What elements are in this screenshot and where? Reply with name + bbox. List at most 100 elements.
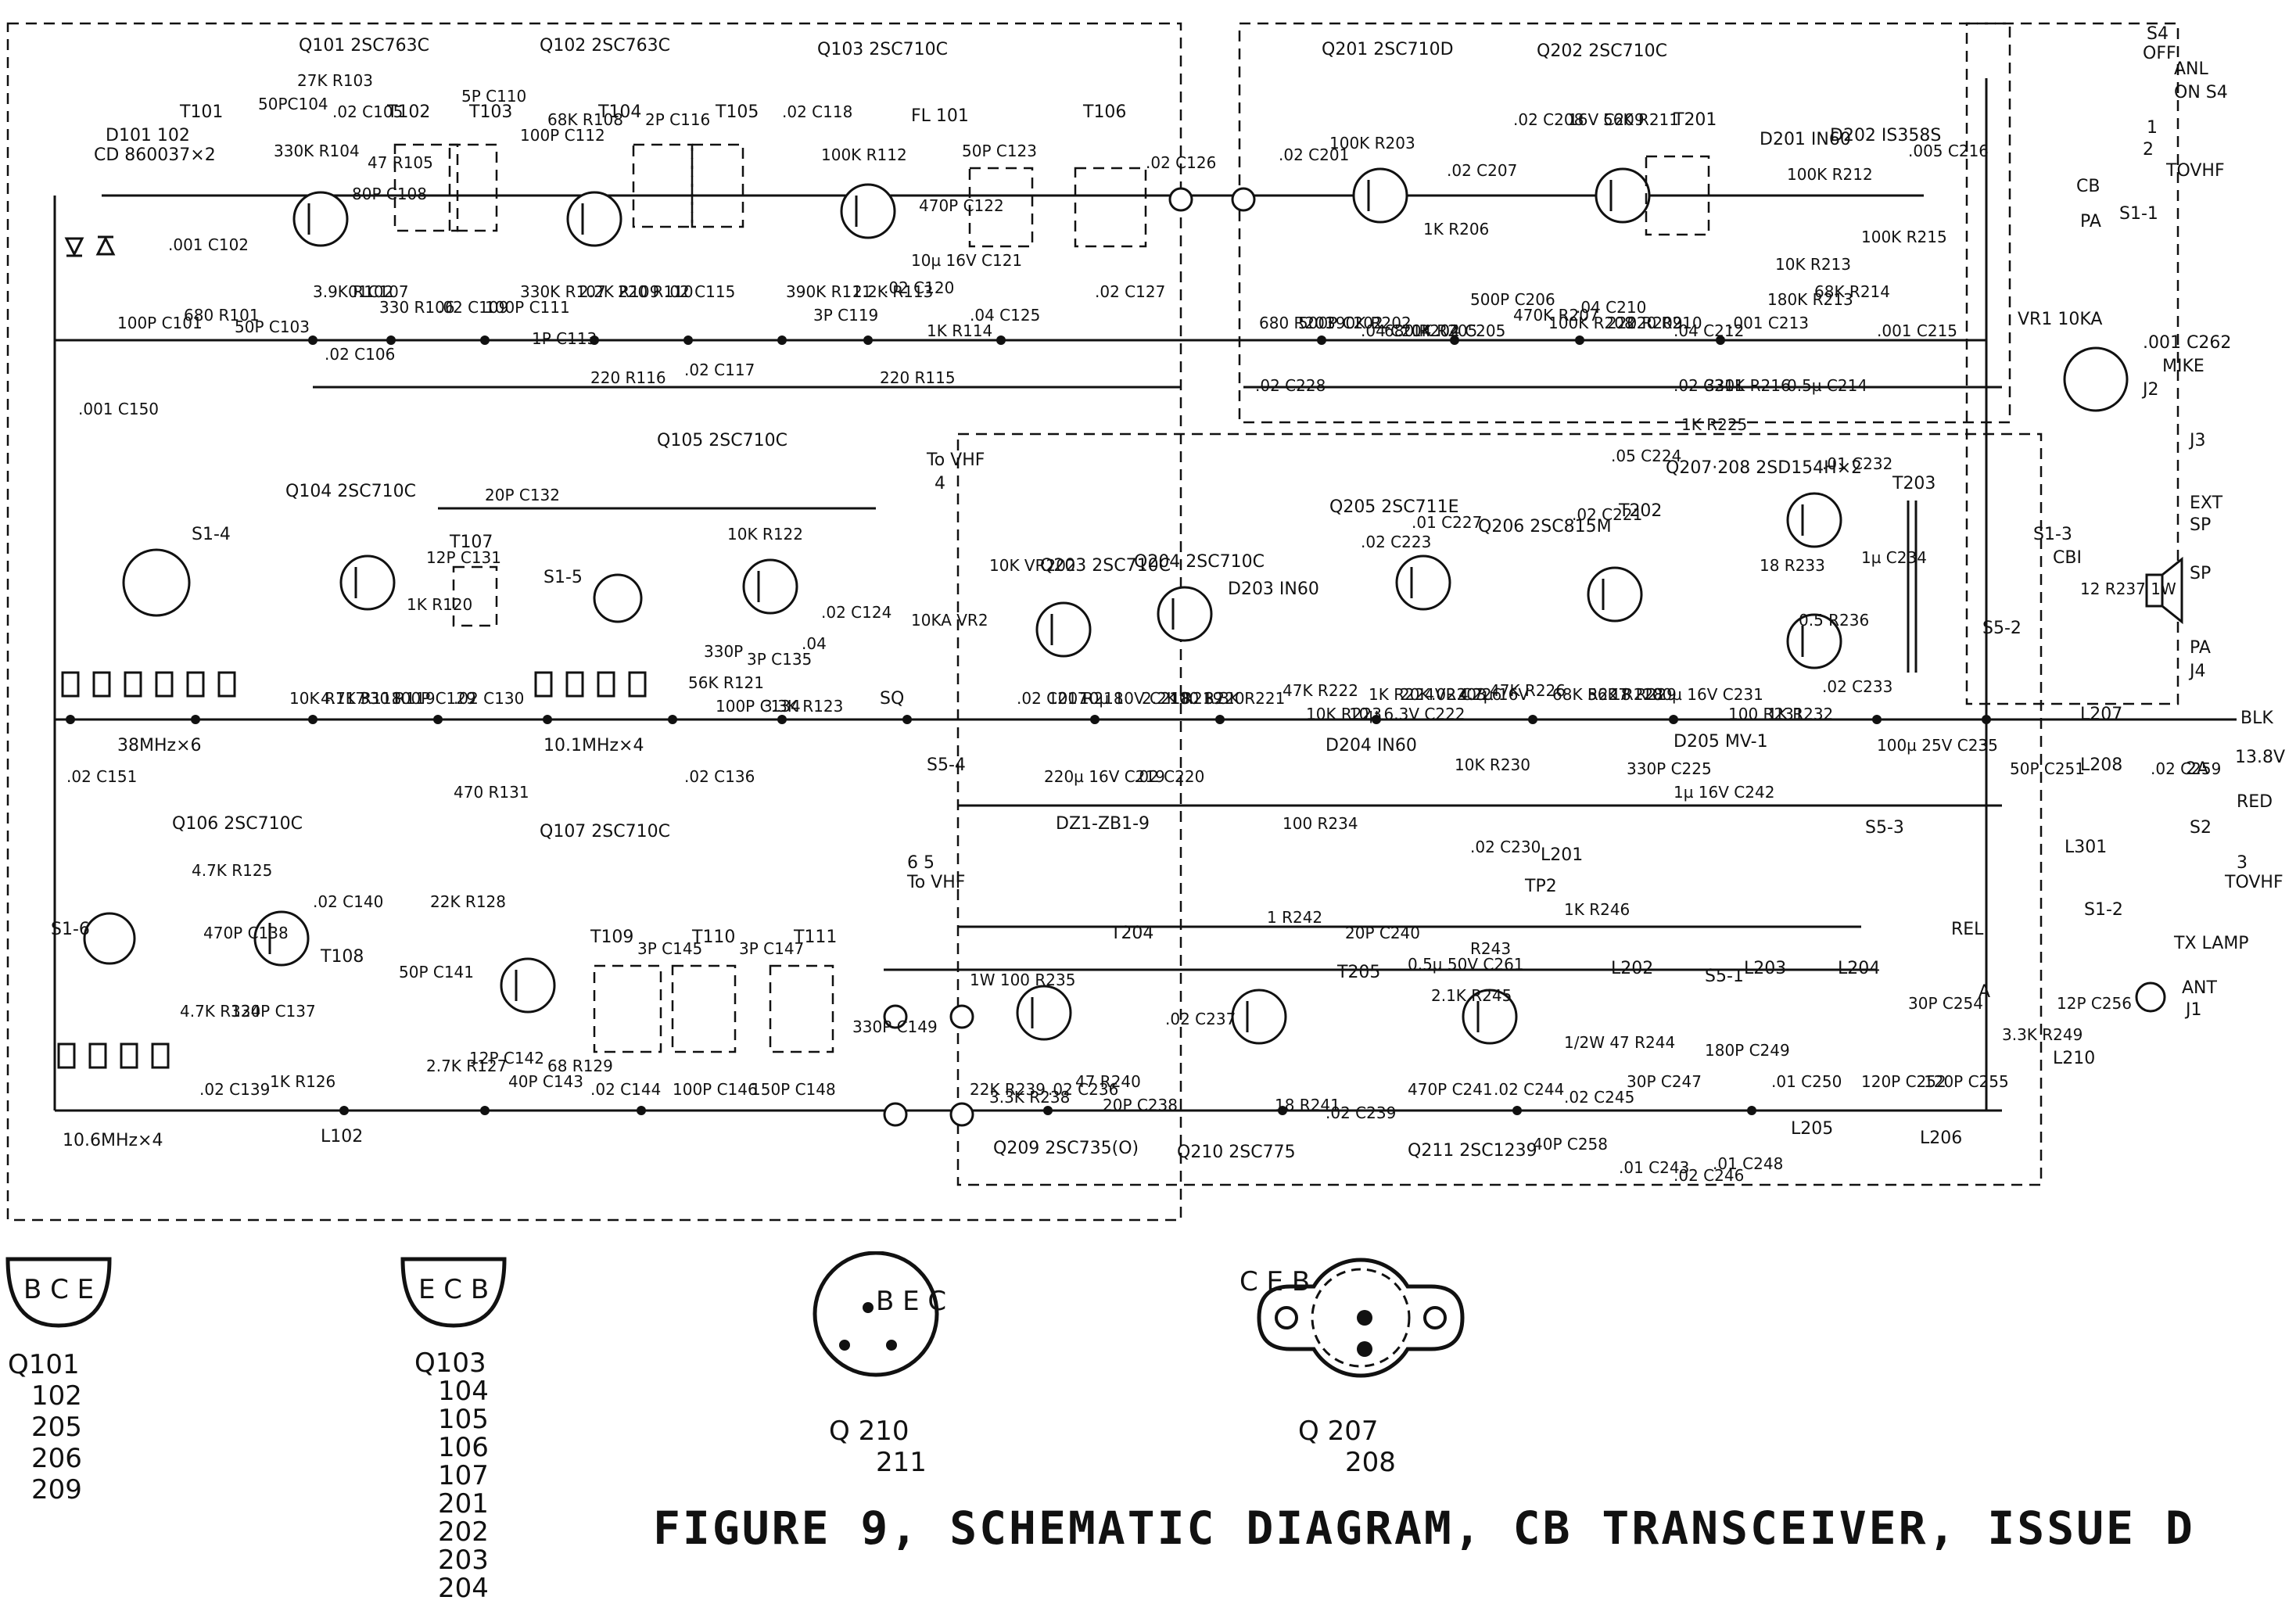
comp-105: 2.7K R127 [426,1057,507,1075]
transistor-q209 [1016,985,1072,1041]
comp-21: .02 C117 [684,361,755,379]
label-t101: T101 [179,102,223,122]
comp-93: .02 C136 [684,767,755,786]
label-d201: D201 IN60 [1760,130,1851,149]
pinout-item: 102 [31,1380,82,1412]
comp-135: 18 R229 [1611,685,1677,704]
comp-54: 470K R207 [1513,306,1599,325]
pinout-hole-left [1275,1306,1298,1329]
sw-tovhf: TOVHF [2165,161,2225,181]
comp-57: 220 R210 [1627,314,1702,332]
label-q104: Q104 2SC710C [285,482,416,501]
comp-172: 30P C247 [1627,1072,1702,1091]
comp-27: 2.2K R113 [852,282,933,301]
transistor-q102 [566,191,622,247]
label-l202: L202 [1611,959,1653,978]
comp-1: 27K R103 [297,71,373,90]
label-t109: T109 [590,928,633,947]
sw-cbi: CBI [2053,548,2082,568]
comp-112: 100P C146 [673,1080,758,1099]
comp-72: 0.5µ C214 [1787,376,1867,395]
label-t204: T204 [1110,924,1153,943]
label-l207: L207 [2080,705,2122,724]
transistor-q207 [1786,492,1842,548]
label-t105: T105 [715,102,759,122]
label-t108: T108 [320,947,364,967]
comp-10: 68K R108 [547,110,623,129]
pinout-hole-right [1423,1306,1447,1329]
comp-80: 100P C129 [391,689,476,708]
label-q206: Q206 2SC815M [1478,517,1612,536]
comp-146: .02 C221 [1572,505,1642,524]
conn-a: A [1979,982,1990,1002]
label-q201: Q201 2SC710D [1322,40,1454,59]
comp-7: .02 C109 [438,298,508,317]
conn-ext: EXT [2190,493,2223,513]
comp-70: .02 C211 [1674,376,1744,395]
conn-j4: J4 [2188,662,2206,681]
label-q203: Q203 2SC710C [1040,556,1171,576]
pinout-pin-b-label: B E C [876,1286,946,1317]
conn-tovhf3: TOVHF [2224,873,2283,892]
comp-97: 470P C138 [203,924,289,942]
sw-4: 4 [935,474,945,493]
sw-vr1: VR1 10KA [2018,310,2102,329]
sw-s1-1: S1-1 [2119,204,2158,224]
label-q103: Q103 2SC710C [817,40,948,59]
comp-19: 220 R116 [590,368,666,387]
comp-180: 40P C258 [1533,1135,1608,1154]
sw-on: ON S4 [2174,83,2228,102]
comp-85: 470 R131 [454,783,529,802]
pinout-pin-b [863,1302,874,1313]
comp-166: R243 [1470,939,1511,958]
comp-179: 12P C256 [2057,994,2132,1013]
comp-67: .001 C213 [1728,314,1809,332]
label-fl101: FL 101 [911,106,969,126]
label-q107: Q107 2SC710C [540,822,670,841]
comp-149: 330P C225 [1627,759,1712,778]
pinout-list-1: Q101 102 205 206 209 [8,1349,82,1505]
comp-171: .02 C245 [1564,1088,1634,1107]
comp-125: 47K R222 [1283,681,1358,700]
comp-24: 100K R112 [821,145,907,164]
label-l210: L210 [2053,1049,2095,1068]
pinout-item: 209 [31,1474,82,1505]
comp-96: 4.7K R125 [192,861,272,880]
comp-167: 1K R246 [1564,900,1630,919]
pinout-pin-c [886,1340,897,1351]
comp-117: .02 C217 [1017,689,1087,708]
comp-41: 50P C103 [235,318,310,336]
label-l203: L203 [1744,959,1786,978]
comp-84: 20P C132 [485,486,560,504]
comp-94: 10K R122 [727,525,803,544]
comp-63: 10K R213 [1775,255,1851,274]
pinout-list-3: Q 210 211 [829,1416,927,1478]
coax-jack-2 [1231,187,1256,212]
label-t106: T106 [1082,102,1126,122]
comp-165: 2.1K R245 [1431,986,1512,1005]
pinout-list-2: Q103 104 105 106 107 201 202 203 204 [414,1349,489,1602]
comp-17: 01C107 [348,282,409,301]
transistor-q205 [1395,554,1451,611]
comp-99: 330P C137 [231,1002,316,1021]
label-l201: L201 [1541,845,1583,865]
pinout-item: 105 [438,1404,489,1435]
pinout-list-4: Q 207 208 [1298,1416,1396,1478]
comp-183: .01 C248 [1713,1154,1783,1173]
comp-119: 10µ 10V C218 [1079,689,1190,708]
comp-159: .02 C237 [1165,1010,1236,1028]
pinout-item: 203 [438,1545,489,1576]
comp-132: 47K R226 [1490,681,1566,700]
comp-148: .02 C223 [1361,533,1431,551]
label-q209: Q209 2SC735(O) [993,1139,1139,1158]
label-q204: Q204 2SC710C [1134,552,1265,572]
shield-box-tx [956,432,2043,1186]
comp-2: 330K R104 [274,142,360,160]
sw-r237: 12 R237 1W [2080,580,2176,598]
comp-15: .02 C105 [332,102,403,121]
conn-ant: ANT [2182,978,2218,998]
transistor-q104 [339,554,396,611]
sw-s1-2: S1-2 [2084,900,2123,920]
comp-128: 1K R224 [1369,685,1434,704]
